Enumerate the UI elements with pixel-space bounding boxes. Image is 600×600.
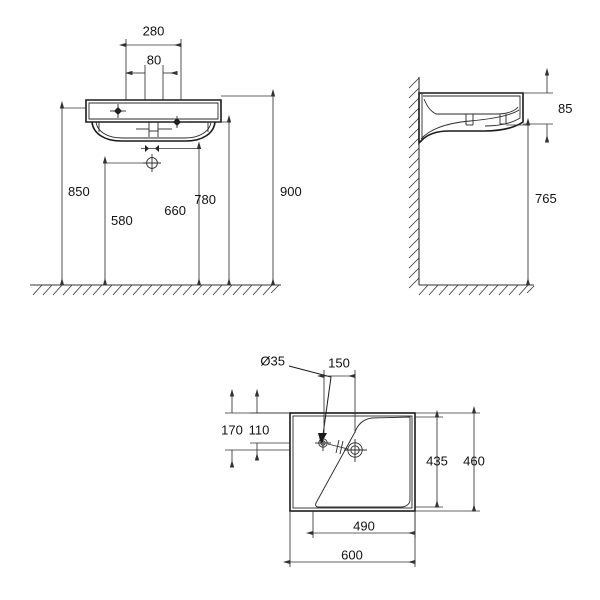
dimension-460-label: 460 [463, 453, 485, 468]
dimension-85-label: 85 [558, 101, 572, 116]
basin-plan-body [289, 412, 416, 512]
dimension-dia35-label: Ø35 [260, 353, 285, 368]
dimension-435-label: 435 [426, 453, 448, 468]
basin-front-body [85, 99, 222, 142]
dimension-900-label: 900 [280, 184, 302, 199]
floor-line-side [418, 284, 535, 296]
dimension-110: 110 [249, 388, 290, 461]
dimension-600: 600 [282, 511, 416, 567]
tap-hole-marker-elevation [110, 104, 126, 118]
dimension-600-label: 600 [341, 547, 363, 562]
overflow-marker-elevation [170, 116, 185, 128]
waste-hole-plan [344, 439, 367, 462]
front-elevation-view: 280 80 [30, 23, 302, 296]
dimension-170: 170 [221, 388, 290, 468]
dimension-850: 850 [59, 100, 90, 286]
waste-outlet-symbol [141, 145, 163, 172]
dimension-110-label: 110 [249, 422, 270, 437]
basin-side-body [418, 92, 524, 145]
dimension-490: 490 [305, 511, 416, 538]
dimension-660: 660 [163, 141, 202, 286]
dimension-170-label: 170 [221, 422, 243, 437]
dimension-460: 460 [415, 405, 485, 512]
dimension-85: 85 [523, 67, 572, 143]
dimension-80: 80 [124, 52, 178, 101]
dimension-490-label: 490 [353, 518, 375, 533]
dimension-780-label: 780 [194, 192, 216, 207]
dimension-660-label: 660 [164, 203, 186, 218]
side-elevation-view: 85 765 [408, 67, 572, 296]
dimension-580-label: 580 [111, 213, 133, 228]
dimension-280-label: 280 [143, 23, 165, 38]
dimension-150: 150 [316, 355, 356, 433]
dimension-900: 900 [221, 88, 302, 286]
floor-line-front [30, 284, 281, 296]
dimension-150-label: 150 [328, 355, 350, 370]
dimension-780: 780 [194, 114, 232, 286]
plan-view: Ø35 150 170 110 [221, 353, 485, 567]
dimension-850-label: 850 [68, 184, 90, 199]
dimension-765: 765 [506, 117, 557, 286]
wall-line [408, 77, 420, 289]
dimension-80-label: 80 [147, 52, 161, 67]
hole-connector [327, 439, 349, 455]
dimension-580: 580 [102, 155, 144, 286]
dimension-280: 280 [118, 23, 182, 101]
dimension-765-label: 765 [535, 191, 557, 206]
dimension-435: 435 [415, 409, 448, 508]
